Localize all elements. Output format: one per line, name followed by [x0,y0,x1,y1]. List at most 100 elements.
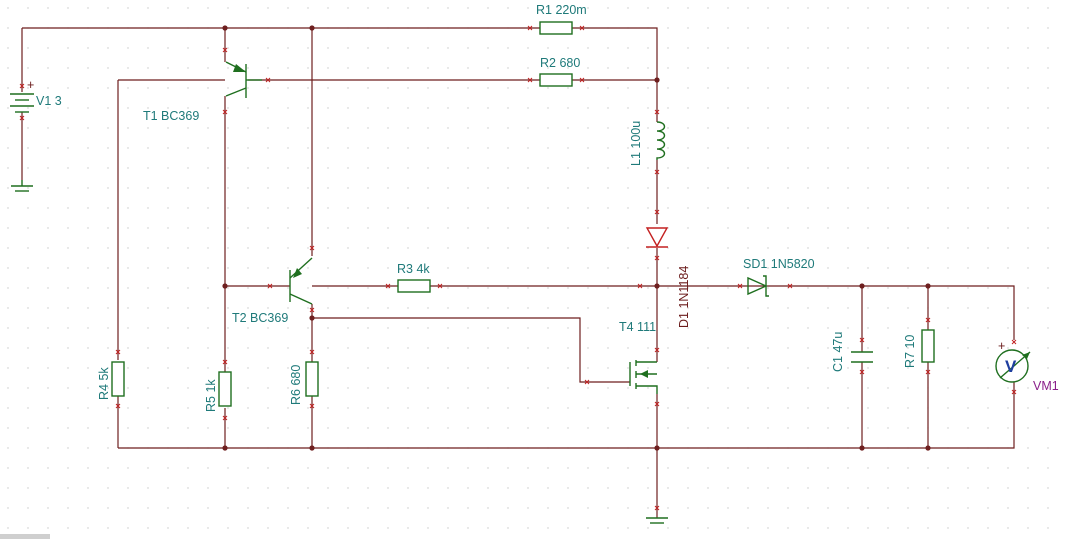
grid-dot [107,247,109,249]
grid-dot [207,527,209,529]
grid-dot [607,187,609,189]
mosfet-t4[interactable] [629,360,658,394]
grid-dot [1027,107,1029,109]
grid-dot [847,507,849,509]
resistor-r4[interactable] [111,361,125,397]
grid-dot [727,267,729,269]
grid-dot [947,27,949,29]
grid-dot [987,87,989,89]
grid-dot [287,467,289,469]
grid-dot [127,147,129,149]
grid-dot [307,207,309,209]
resistor-r6[interactable] [305,361,319,397]
grid-dot [667,167,669,169]
grid-dot [767,87,769,89]
horizontal-scrollbar[interactable] [0,534,50,539]
schottky-diode-sd1[interactable] [747,275,769,297]
grid-dot [807,187,809,189]
grid-dot [927,47,929,49]
grid-dot [1007,407,1009,409]
grid-dot [67,327,69,329]
grid-dot [227,107,229,109]
voltmeter-vm1[interactable]: V + [995,339,1031,383]
grid-dot [507,107,509,109]
grid-dot [7,307,9,309]
grid-dot [867,407,869,409]
grid-dot [187,107,189,109]
grid-dot [127,207,129,209]
grid-dot [347,367,349,369]
grid-dot [1027,207,1029,209]
grid-dot [247,467,249,469]
grid-dot [467,387,469,389]
inductor-l1[interactable] [656,121,666,160]
grid-dot [607,147,609,149]
grid-dot [927,467,929,469]
grid-dot [1047,207,1049,209]
grid-dot [967,7,969,9]
label-r7: R7 10 [903,335,917,368]
grid-dot [1027,47,1029,49]
grid-dot [367,407,369,409]
grid-dot [27,327,29,329]
resistor-r5[interactable] [218,371,232,407]
transistor-t2[interactable] [289,257,313,305]
capacitor-c1[interactable] [851,351,873,363]
grid-dot [507,467,509,469]
grid-dot [907,147,909,149]
grid-dot [767,127,769,129]
grid-dot [867,307,869,309]
grid-dot [847,227,849,229]
grid-dot [127,87,129,89]
grid-dot [187,467,189,469]
grid-dot [747,427,749,429]
resistor-r7[interactable] [921,329,935,363]
grid-dot [767,387,769,389]
resistor-r1[interactable] [539,21,573,35]
grid-dot [347,7,349,9]
grid-dot [647,367,649,369]
grid-dot [327,407,329,409]
grid-dot [627,167,629,169]
grid-dot [807,107,809,109]
grid-dot [1047,347,1049,349]
grid-dot [67,387,69,389]
diode-d1[interactable] [645,227,669,248]
grid-dot [967,407,969,409]
grid-dot [207,247,209,249]
grid-dot [147,467,149,469]
grid-dot [747,207,749,209]
grid-dot [207,387,209,389]
grid-dot [947,347,949,349]
battery-v1[interactable]: + [10,78,34,113]
grid-dot [107,367,109,369]
grid-dot [747,487,749,489]
grid-dot [767,487,769,489]
wire-r4-top [117,79,225,360]
grid-dot [807,127,809,129]
transistor-t1[interactable] [225,61,262,98]
grid-dot [107,67,109,69]
grid-dot [527,67,529,69]
grid-dot [427,127,429,129]
grid-dot [907,47,909,49]
grid-dot [1027,327,1029,329]
grid-dot [687,507,689,509]
grid-dot [1027,287,1029,289]
grid-dot [787,487,789,489]
grid-dot [87,347,89,349]
grid-dot [887,207,889,209]
grid-dot [707,307,709,309]
grid-dot [67,307,69,309]
grid-dot [987,267,989,269]
grid-dot [647,347,649,349]
grid-dot [367,487,369,489]
grid-dot [447,367,449,369]
grid-dot [1047,407,1049,409]
grid-dot [567,7,569,9]
grid-dot [127,47,129,49]
resistor-r2[interactable] [539,73,573,87]
ground-icon [646,517,668,524]
resistor-r3[interactable] [397,279,431,293]
grid-dot [867,27,869,29]
